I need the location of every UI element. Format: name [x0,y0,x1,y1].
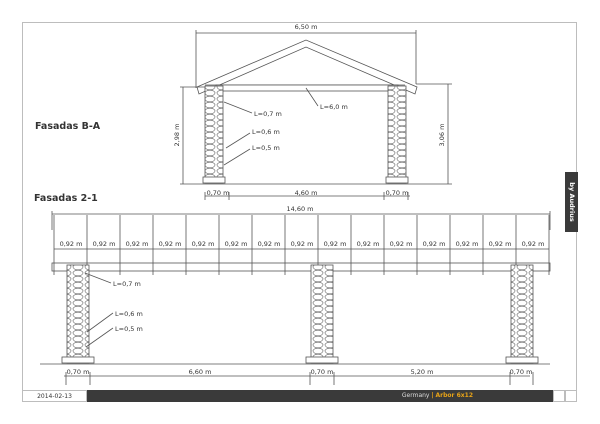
spacing-label: 0,92 m [456,240,479,248]
spacing-label: 0,92 m [192,240,215,248]
spacing-label: 0,92 m [291,240,314,248]
spacing-label: 0,92 m [225,240,248,248]
log-label: L=0,7 m [254,110,282,118]
dim-label: 0,70 m [311,368,334,376]
footer-separator: | [431,392,434,399]
author-label: by Audrius [567,182,576,222]
log-label: L=0,6 m [115,310,143,318]
dim-label: 0,70 m [386,189,409,197]
dim-label: 0,70 m [510,368,533,376]
spacing-label: 0,92 m [390,240,413,248]
section-title-b-a: Fasadas B-A [35,121,101,132]
log-label: L=0,5 m [252,144,280,152]
dim-overall-width: 14,60 m [286,205,313,213]
footer-cell [553,390,565,402]
spacing-label: 0,92 m [324,240,347,248]
dim-label: 5,20 m [411,368,434,376]
spacing-label: 0,92 m [489,240,512,248]
dim-overall-width: 6,50 m [295,23,318,31]
dim-label: 4,60 m [295,189,318,197]
spacing-label: 0,92 m [357,240,380,248]
dim-label: 6,60 m [189,368,212,376]
footer-project: Arbor 6x12 [435,392,473,399]
dim-label: 0,70 m [207,189,230,197]
spacing-label: 0,92 m [60,240,83,248]
footer-title-bar: Germany | Arbor 6x12 [87,390,553,402]
dim-left-height: 2,98 m [173,124,181,147]
beam-label: L=6,0 m [320,103,348,111]
spacing-label: 0,92 m [93,240,116,248]
log-label: L=0,6 m [252,128,280,136]
dim-label: 0,70 m [67,368,90,376]
spacing-label: 0,92 m [522,240,545,248]
spacing-label: 0,92 m [258,240,281,248]
log-label: L=0,7 m [113,280,141,288]
spacing-label: 0,92 m [423,240,446,248]
footer-cell [565,390,577,402]
footer-date: 2014-02-13 [22,390,87,402]
spacing-label: 0,92 m [126,240,149,248]
dim-right-height: 3,06 m [438,124,446,147]
log-label: L=0,5 m [115,325,143,333]
footer-country: Germany [401,392,430,399]
section-title-2-1: Fasadas 2-1 [34,193,98,204]
spacing-label: 0,92 m [159,240,182,248]
author-tab: by Audrius [565,172,578,232]
